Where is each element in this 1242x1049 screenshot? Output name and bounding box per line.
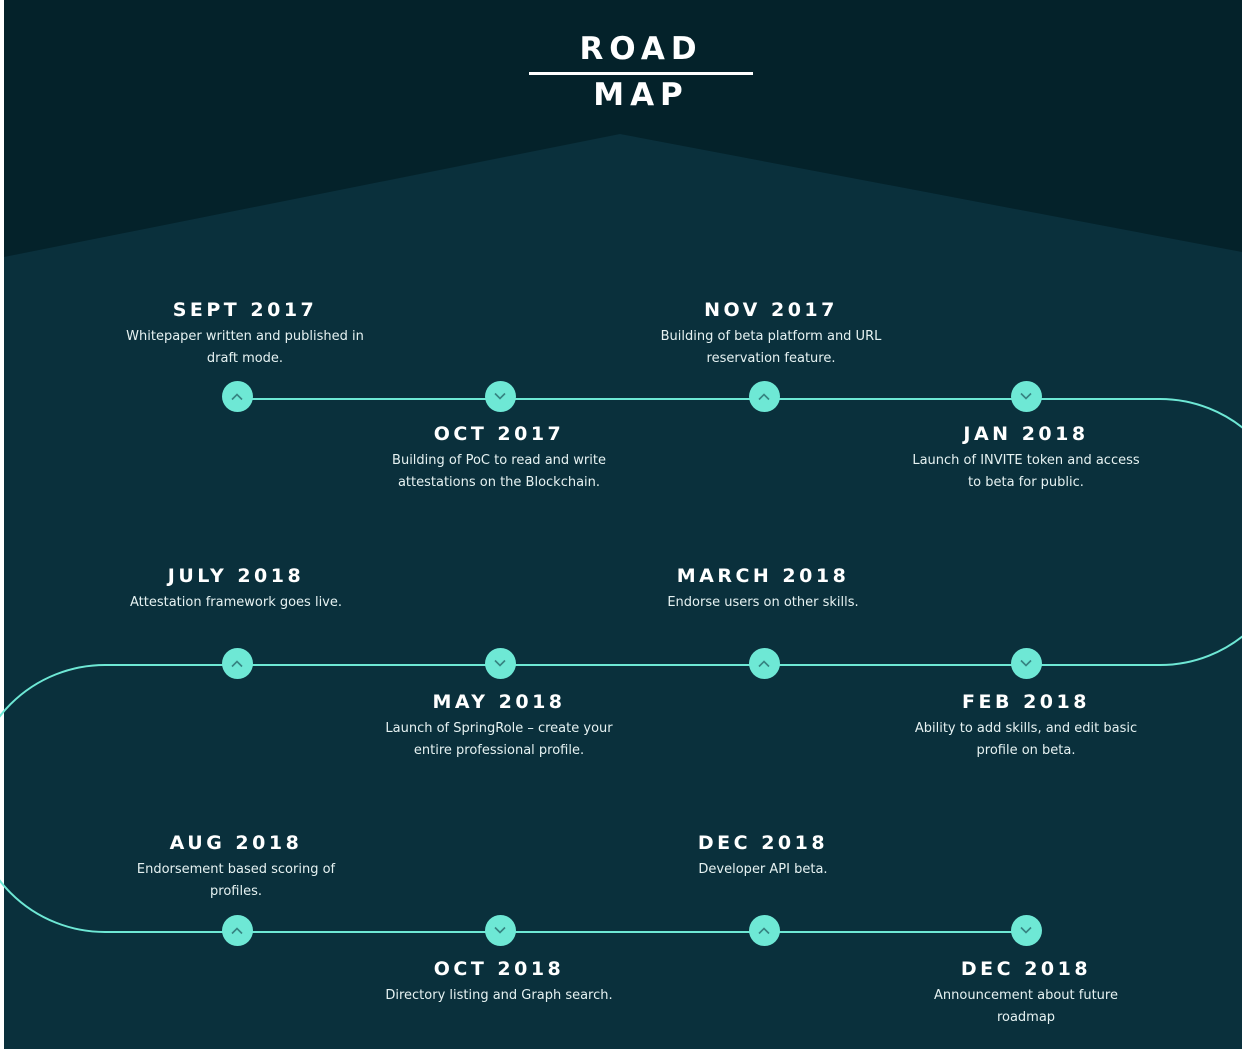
chevron-down-icon[interactable] bbox=[484, 647, 516, 679]
chevron-up-icon[interactable] bbox=[748, 647, 780, 679]
milestone-date: JULY 2018 bbox=[167, 565, 305, 587]
milestone-date: AUG 2018 bbox=[169, 832, 303, 854]
milestone-date: DEC 2018 bbox=[697, 832, 829, 854]
chevron-down-icon[interactable] bbox=[1010, 380, 1042, 412]
milestone-description: Launch of SpringRole – create your entir… bbox=[385, 721, 613, 758]
milestone-description: Ability to add skills, and edit basic pr… bbox=[914, 721, 1138, 758]
milestone-date: OCT 2017 bbox=[433, 423, 565, 445]
milestone-date: NOV 2017 bbox=[704, 299, 838, 321]
milestone-date: FEB 2018 bbox=[962, 691, 1090, 713]
milestone-march-2018: MARCH 2018 Endorse users on other skills… bbox=[628, 563, 898, 614]
milestone-description: Whitepaper written and published in draf… bbox=[126, 329, 364, 366]
milestone-aug-2018: AUG 2018 Endorsement based scoring of pr… bbox=[101, 830, 371, 903]
milestone-feb-2018: FEB 2018 Ability to add skills, and edit… bbox=[891, 689, 1161, 762]
milestone-description: Launch of INVITE token and access to bet… bbox=[912, 453, 1140, 490]
milestone-dec-2018-roadmap: DEC 2018 Announcement about future roadm… bbox=[891, 956, 1161, 1029]
page-title: ROAD MAP bbox=[529, 26, 753, 113]
milestone-oct-2017: OCT 2017 Building of PoC to read and wri… bbox=[364, 421, 634, 494]
chevron-up-icon[interactable] bbox=[748, 380, 780, 412]
milestone-description: Building of beta platform and URL reserv… bbox=[660, 329, 882, 366]
milestone-date: JAN 2018 bbox=[963, 423, 1089, 445]
milestone-may-2018: MAY 2018 Launch of SpringRole – create y… bbox=[364, 689, 634, 762]
milestone-date: DEC 2018 bbox=[960, 958, 1092, 980]
milestone-description: Endorse users on other skills. bbox=[667, 595, 859, 610]
timeline-path bbox=[0, 398, 1242, 933]
milestone-date: MARCH 2018 bbox=[676, 565, 850, 587]
milestone-description: Announcement about future roadmap bbox=[934, 988, 1118, 1025]
milestone-description: Building of PoC to read and write attest… bbox=[392, 453, 606, 490]
chevron-down-icon[interactable] bbox=[1010, 647, 1042, 679]
chevron-down-icon[interactable] bbox=[484, 914, 516, 946]
milestone-oct-2018: OCT 2018 Directory listing and Graph sea… bbox=[364, 956, 634, 1007]
milestone-date: OCT 2018 bbox=[433, 958, 565, 980]
chevron-up-icon[interactable] bbox=[221, 914, 253, 946]
milestone-date: MAY 2018 bbox=[432, 691, 566, 713]
chevron-up-icon[interactable] bbox=[221, 380, 253, 412]
background-panel bbox=[4, 134, 1242, 1049]
milestone-description: Developer API beta. bbox=[698, 862, 828, 877]
chevron-up-icon[interactable] bbox=[748, 914, 780, 946]
milestone-jan-2018: JAN 2018 Launch of INVITE token and acce… bbox=[891, 421, 1161, 494]
milestone-description: Endorsement based scoring of profiles. bbox=[136, 862, 336, 899]
milestone-date: SEPT 2017 bbox=[172, 299, 318, 321]
milestone-description: Attestation framework goes live. bbox=[129, 595, 343, 610]
milestone-nov-2017: NOV 2017 Building of beta platform and U… bbox=[636, 297, 906, 370]
milestone-description: Directory listing and Graph search. bbox=[385, 988, 613, 1003]
chevron-down-icon[interactable] bbox=[484, 380, 516, 412]
milestone-dec-2018-api: DEC 2018 Developer API beta. bbox=[628, 830, 898, 881]
milestone-sept-2017: SEPT 2017 Whitepaper written and publish… bbox=[110, 297, 380, 370]
chevron-down-icon[interactable] bbox=[1010, 914, 1042, 946]
chevron-up-icon[interactable] bbox=[221, 647, 253, 679]
milestone-july-2018: JULY 2018 Attestation framework goes liv… bbox=[101, 563, 371, 614]
